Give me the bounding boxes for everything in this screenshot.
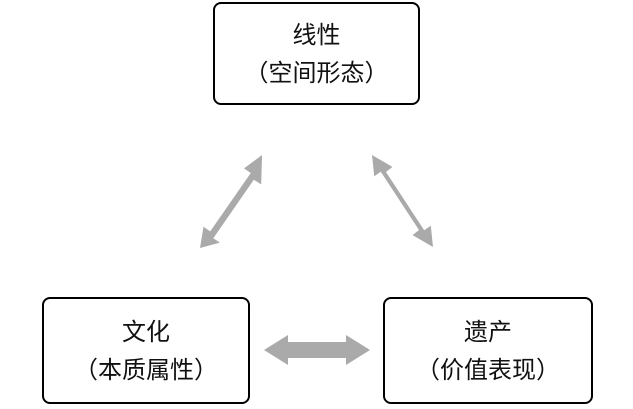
node-culture-subtitle: （本质属性） [74, 355, 218, 384]
node-culture: 文化 （本质属性） [42, 297, 250, 404]
node-culture-title: 文化 [122, 317, 170, 346]
node-linear-subtitle: （空间形态） [244, 58, 389, 87]
node-heritage-subtitle: （价值表现） [416, 355, 560, 384]
arrow-bottom-left-bottom-right [264, 335, 370, 365]
node-heritage-title: 遗产 [464, 317, 512, 346]
node-heritage: 遗产 （价值表现） [383, 297, 593, 404]
node-linear-title: 线性 [292, 20, 341, 49]
arrow-top-bottom-right [372, 155, 433, 247]
node-linear: 线性 （空间形态） [213, 2, 420, 105]
arrow-top-bottom-left [200, 155, 262, 248]
